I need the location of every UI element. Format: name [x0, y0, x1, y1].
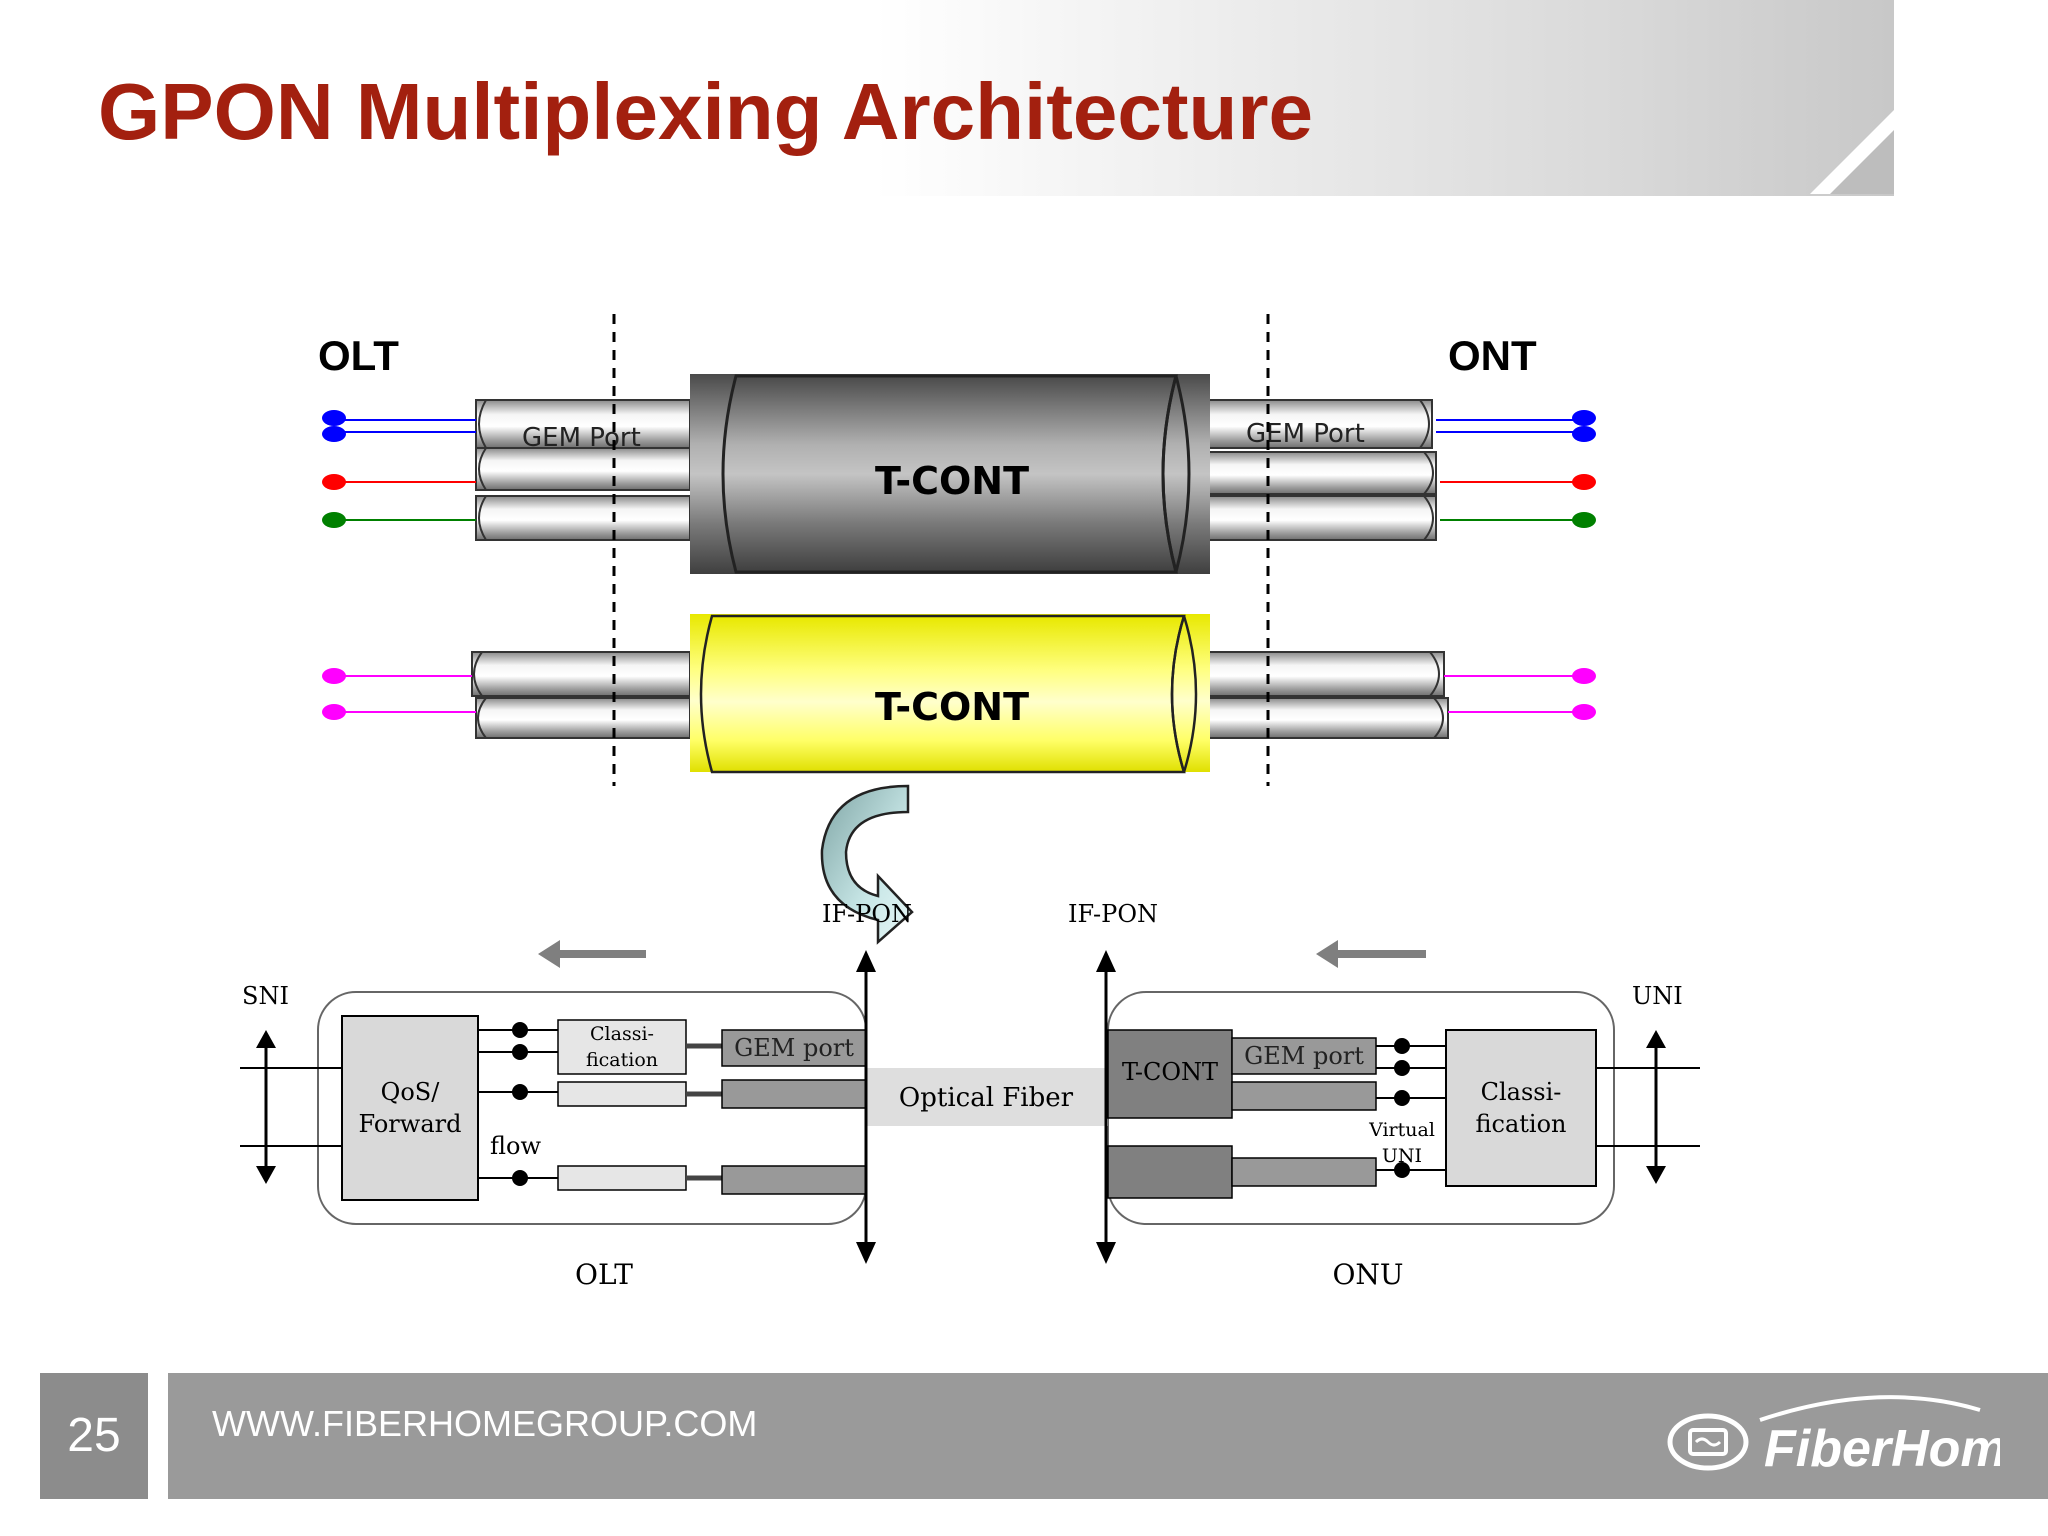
upper-right-gem-pipes [1175, 399, 1437, 541]
page-title: GPON Multiplexing Architecture [98, 67, 1313, 156]
sni-bidirectional-arrow [240, 1030, 342, 1184]
olt-label: OLT [318, 332, 399, 379]
optical-fiber-label: Optical Fiber [899, 1083, 1074, 1113]
classification-box-large [1445, 1029, 1597, 1187]
tcont-lower-label: T-CONT [875, 685, 1029, 729]
direction-arrow-left [538, 940, 646, 968]
onu-tcont-block [1107, 1029, 1233, 1119]
footer-url[interactable]: WWW.FIBERHOMEGROUP.COM [212, 1403, 758, 1444]
qos-label-line2: Forward [359, 1110, 462, 1138]
ont-label: ONT [1448, 332, 1537, 379]
curved-arrow [820, 784, 914, 945]
olt-caption: OLT [575, 1258, 633, 1291]
onu-tcont-label: T-CONT [1122, 1058, 1218, 1086]
uni-label: UNI [1632, 982, 1683, 1010]
uni-bidirectional-arrow [1596, 1030, 1700, 1184]
gem-port-olt-label: GEM port [734, 1034, 854, 1062]
tcont-upper-cylinder: T-CONT [690, 374, 1210, 574]
classi-large-line2: fication [1476, 1110, 1567, 1138]
classi-small-line1: Classi- [590, 1023, 654, 1045]
onu-gem-port-2 [1231, 1081, 1377, 1111]
virtual-uni-line2: UNI [1382, 1145, 1422, 1167]
title-bar [40, 0, 1894, 196]
fiberhome-logo: FiberHome [1667, 1395, 2000, 1478]
optical-fiber-band [866, 1068, 1108, 1126]
direction-arrow-right [1316, 940, 1426, 968]
virtual-uni-line1: Virtual [1368, 1119, 1435, 1141]
lower-flow-lines [322, 668, 1596, 720]
if-pon-left-label: IF-PON [822, 900, 912, 928]
onu-gem-port-3 [1231, 1157, 1377, 1187]
footer-bar [168, 1373, 2048, 1499]
gem-port-onu-label: GEM port [1244, 1042, 1364, 1070]
qos-forward-box [341, 1015, 479, 1201]
classi-small-line2: fication [586, 1049, 658, 1071]
olt-gem-connectors [686, 1043, 722, 1181]
onu-gem-port-1 [1231, 1037, 1377, 1075]
lower-right-gem-pipes [1183, 651, 1449, 739]
onu-caption: ONU [1332, 1258, 1403, 1291]
olt-flow-connectors [478, 1022, 558, 1186]
tcont-upper-label: T-CONT [875, 459, 1029, 503]
olt-flow-bar-3 [557, 1165, 687, 1191]
olt-flow-bar-2 [557, 1081, 687, 1107]
gem-port-left-label: GEM Port [522, 423, 641, 453]
title-corner-decoration [1810, 110, 1894, 194]
fiberhome-logo-text: FiberHome [1764, 1420, 2000, 1478]
upper-right-flow-lines [1436, 410, 1596, 528]
if-pon-left-axis [856, 950, 876, 1264]
flow-label: flow [490, 1132, 541, 1160]
page-number: 25 [67, 1409, 121, 1462]
lower-left-gem-pipes [471, 651, 691, 739]
tcont-lower-cylinder: T-CONT [690, 614, 1210, 774]
if-pon-right-axis [1096, 950, 1116, 1264]
page-number-box [40, 1373, 148, 1499]
sni-label: SNI [242, 982, 289, 1010]
if-pon-right-label: IF-PON [1068, 900, 1158, 928]
classification-box-small [557, 1019, 687, 1075]
olt-gem-port-2 [721, 1079, 867, 1109]
onu-flow-connectors [1376, 1038, 1446, 1178]
upper-left-gem-pipes [475, 399, 691, 541]
olt-gem-port-1 [721, 1029, 867, 1067]
upper-left-flow-lines [322, 410, 476, 528]
classi-large-line1: Classi- [1481, 1078, 1562, 1106]
onu-tcont-block-2 [1107, 1145, 1233, 1199]
qos-label-line1: QoS/ [381, 1078, 441, 1106]
gem-port-right-label: GEM Port [1246, 419, 1365, 449]
olt-gem-port-3 [721, 1165, 867, 1195]
